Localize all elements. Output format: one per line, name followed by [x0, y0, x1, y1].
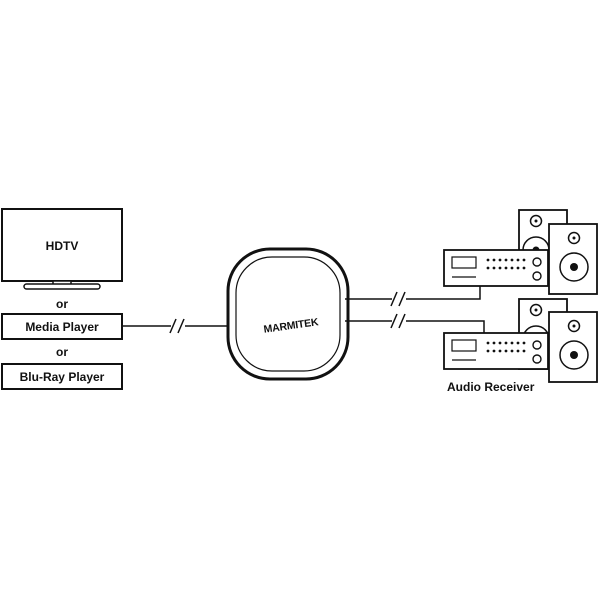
marmitek-hub: MARMITEK	[226, 247, 350, 381]
audio-receiver-label: Audio Receiver	[447, 380, 535, 394]
hdtv-device: HDTV	[1, 208, 123, 290]
or-label-1: or	[56, 297, 68, 311]
input-cable	[122, 316, 230, 336]
audio-receiver-top	[443, 249, 549, 287]
audio-system-top	[443, 209, 598, 295]
media-player-label: Media Player	[25, 320, 99, 334]
hdtv-label: HDTV	[46, 239, 79, 253]
or-label-2: or	[56, 345, 68, 359]
bluray-label: Blu-Ray Player	[20, 370, 105, 384]
audio-system-bottom	[443, 298, 598, 383]
media-player-device: Media Player	[1, 313, 123, 340]
audio-receiver-bottom	[443, 332, 549, 370]
bluray-player-device: Blu-Ray Player	[1, 363, 123, 390]
output-cable-bottom	[345, 312, 485, 333]
output-cable-top	[345, 286, 481, 308]
